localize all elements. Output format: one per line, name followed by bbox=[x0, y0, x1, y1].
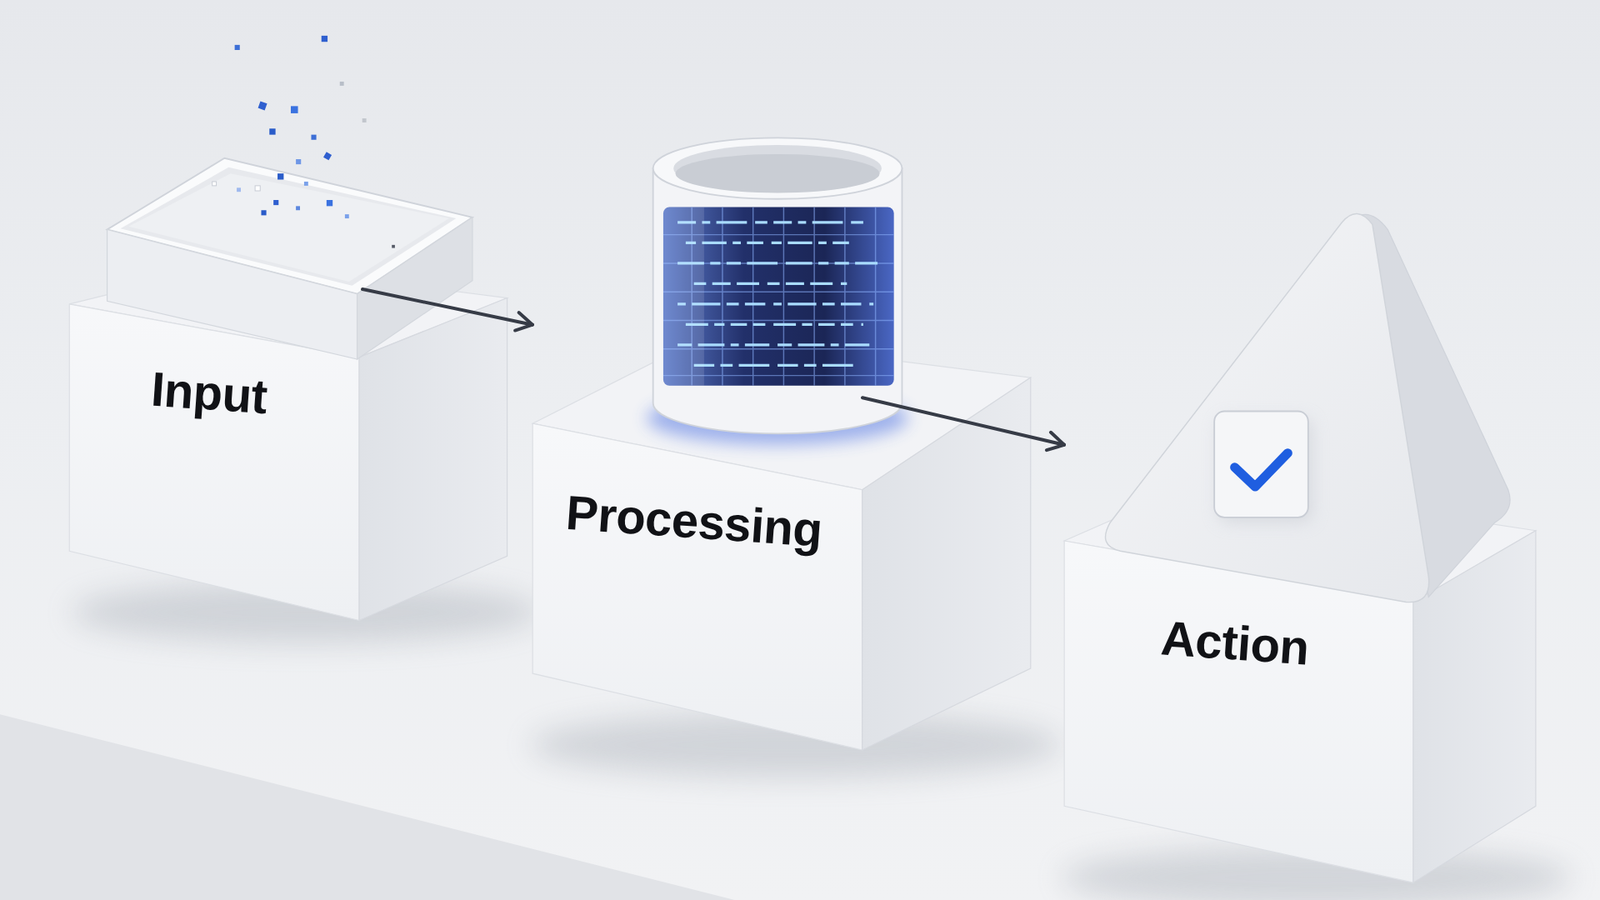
arrow-head bbox=[515, 312, 533, 331]
action-triangle bbox=[1105, 214, 1511, 603]
input-tray bbox=[107, 158, 473, 360]
stage-label: Processing bbox=[564, 484, 825, 558]
stage-box: Processing bbox=[532, 142, 863, 750]
stage-label: Input bbox=[149, 360, 270, 425]
flow-arrow bbox=[362, 289, 533, 331]
processing-cylinder bbox=[646, 137, 908, 445]
flow-arrow bbox=[862, 397, 1065, 450]
arrow-line bbox=[362, 289, 533, 325]
stage-box: Action bbox=[1064, 209, 1414, 883]
arrow-head bbox=[1046, 432, 1065, 450]
data-particles bbox=[212, 35, 395, 249]
check-icon bbox=[1214, 410, 1313, 522]
arrow-line bbox=[862, 397, 1065, 445]
stage-box: Input bbox=[69, 158, 363, 618]
stage-label: Action bbox=[1159, 609, 1311, 675]
